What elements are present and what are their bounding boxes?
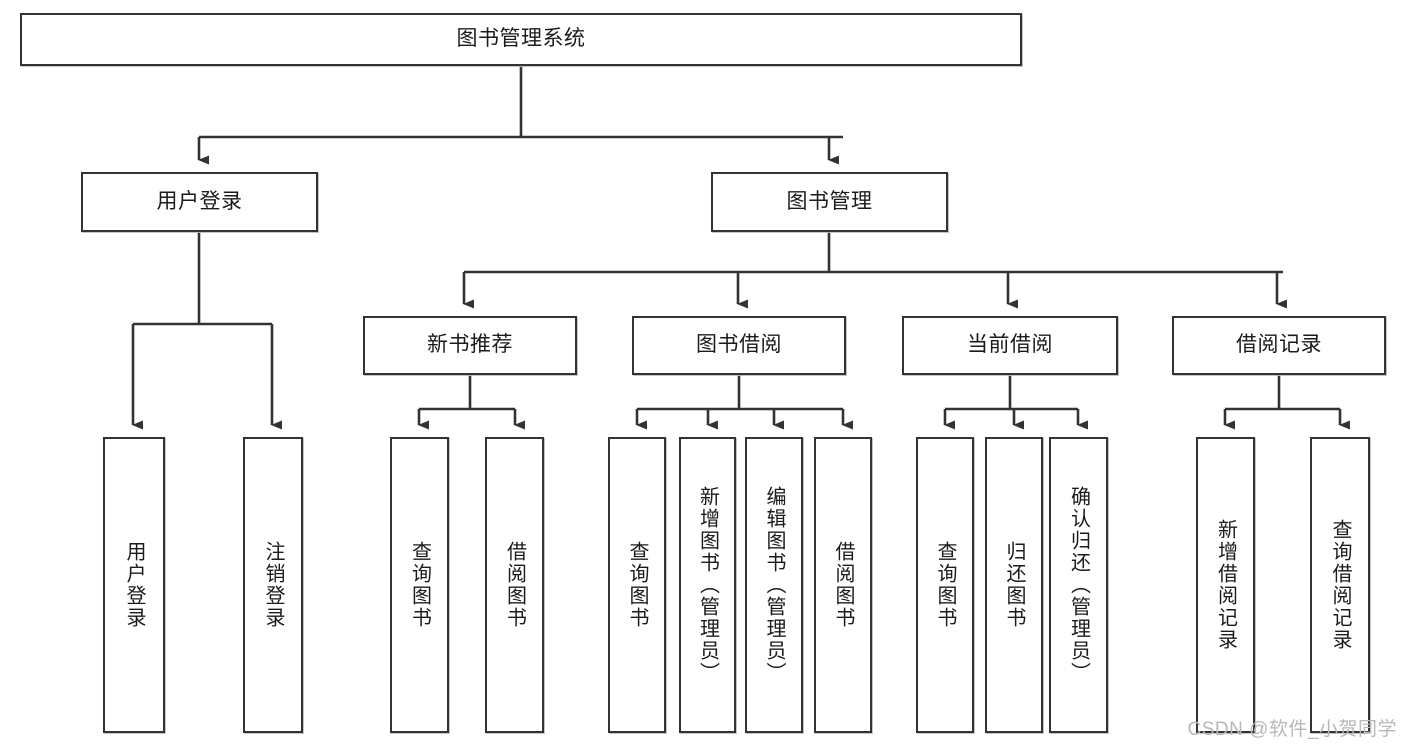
leaf-query-book-current-label: 查询图书 bbox=[934, 541, 956, 629]
leaf-return-book[interactable]: 归还图书 bbox=[985, 437, 1043, 733]
node-current-borrow[interactable]: 当前借阅 bbox=[902, 316, 1118, 375]
node-current-borrow-label: 当前借阅 bbox=[967, 333, 1053, 357]
leaf-query-book-borrow[interactable]: 查询图书 bbox=[608, 437, 666, 733]
leaf-user-login-label: 用户登录 bbox=[123, 541, 145, 629]
leaf-logout[interactable]: 注销登录 bbox=[243, 437, 303, 733]
node-book-management[interactable]: 图书管理 bbox=[711, 172, 948, 232]
leaf-query-book-borrow-label: 查询图书 bbox=[626, 541, 648, 629]
leaf-add-borrow-record[interactable]: 新增借阅记录 bbox=[1196, 437, 1255, 733]
node-user-login-label: 用户登录 bbox=[156, 189, 243, 213]
leaf-borrow-book-label: 借阅图书 bbox=[832, 541, 854, 629]
leaf-borrow-book[interactable]: 借阅图书 bbox=[814, 437, 872, 733]
node-borrow-record-label: 借阅记录 bbox=[1236, 333, 1322, 357]
node-book-management-label: 图书管理 bbox=[786, 189, 873, 213]
leaf-confirm-return-admin-label: 确认归还（管理员） bbox=[1067, 486, 1090, 684]
node-user-login[interactable]: 用户登录 bbox=[81, 172, 318, 232]
node-borrow-record[interactable]: 借阅记录 bbox=[1172, 316, 1386, 375]
leaf-query-book-recommend-label: 查询图书 bbox=[408, 541, 431, 629]
leaf-query-borrow-record-label: 查询借阅记录 bbox=[1329, 519, 1351, 651]
leaf-add-book-admin-label: 新增图书（管理员） bbox=[696, 486, 719, 684]
node-new-book-recommend[interactable]: 新书推荐 bbox=[363, 316, 577, 375]
leaf-edit-book-admin-label: 编辑图书（管理员） bbox=[763, 486, 785, 684]
leaf-logout-label: 注销登录 bbox=[262, 541, 284, 629]
node-root-label: 图书管理系统 bbox=[456, 27, 586, 51]
leaf-add-borrow-record-label: 新增借阅记录 bbox=[1214, 519, 1237, 651]
node-book-borrow[interactable]: 图书借阅 bbox=[632, 316, 846, 375]
leaf-query-book-recommend[interactable]: 查询图书 bbox=[390, 437, 449, 733]
node-root[interactable]: 图书管理系统 bbox=[20, 13, 1022, 66]
leaf-add-book-admin[interactable]: 新增图书（管理员） bbox=[679, 437, 736, 733]
leaf-query-book-current[interactable]: 查询图书 bbox=[916, 437, 974, 733]
leaf-user-login[interactable]: 用户登录 bbox=[103, 437, 165, 733]
leaf-borrow-book-recommend[interactable]: 借阅图书 bbox=[485, 437, 544, 733]
node-new-book-recommend-label: 新书推荐 bbox=[427, 333, 513, 357]
leaf-return-book-label: 归还图书 bbox=[1003, 541, 1025, 629]
leaf-borrow-book-recommend-label: 借阅图书 bbox=[503, 541, 526, 629]
node-book-borrow-label: 图书借阅 bbox=[696, 333, 782, 357]
leaf-edit-book-admin[interactable]: 编辑图书（管理员） bbox=[745, 437, 803, 733]
leaf-query-borrow-record[interactable]: 查询借阅记录 bbox=[1310, 437, 1370, 733]
leaf-confirm-return-admin[interactable]: 确认归还（管理员） bbox=[1049, 437, 1108, 733]
